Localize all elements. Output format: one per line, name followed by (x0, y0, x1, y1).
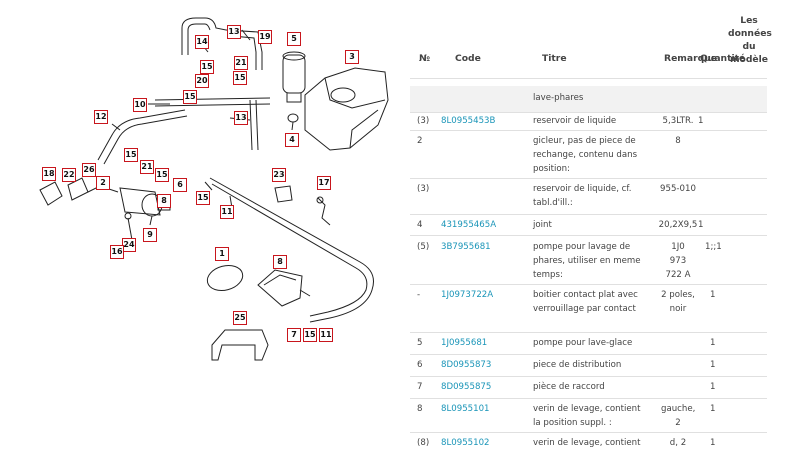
row-divider (410, 130, 767, 131)
callout-5[interactable]: 5 (287, 32, 301, 46)
part-code-link[interactable]: 8L0955102 (441, 438, 490, 448)
header-remarque: Remarque (664, 53, 717, 64)
row-divider (410, 332, 767, 333)
callout-15[interactable]: 15 (200, 60, 214, 74)
header-divider (410, 78, 767, 79)
callout-4[interactable]: 4 (285, 133, 299, 147)
callout-15[interactable]: 15 (303, 328, 317, 342)
callout-22[interactable]: 22 (62, 168, 76, 182)
callout-10[interactable]: 10 (133, 98, 147, 112)
callout-13[interactable]: 13 (234, 111, 248, 125)
row-divider (410, 376, 767, 377)
callout-9[interactable]: 9 (143, 228, 157, 242)
callout-8[interactable]: 8 (273, 255, 287, 269)
part-code-link[interactable]: 8D0955873 (441, 360, 492, 370)
callout-15[interactable]: 15 (233, 71, 247, 85)
callout-1[interactable]: 1 (215, 247, 229, 261)
row-divider (410, 178, 767, 179)
row-divider (410, 432, 767, 433)
group-row-lave-phares: lave-phares (410, 86, 767, 112)
header-titre: Titre (542, 53, 567, 64)
reservoir-body (304, 67, 389, 151)
callout-16[interactable]: 16 (110, 245, 124, 259)
callout-3[interactable]: 3 (345, 50, 359, 64)
callout-12[interactable]: 12 (94, 110, 108, 124)
callout-17[interactable]: 17 (317, 176, 331, 190)
callout-15[interactable]: 15 (124, 148, 138, 162)
part-code-link[interactable]: 1J0955681 (441, 338, 488, 348)
callout-23[interactable]: 23 (272, 168, 286, 182)
callout-14[interactable]: 14 (195, 35, 209, 49)
callout-6[interactable]: 6 (173, 178, 187, 192)
callout-13[interactable]: 13 (227, 25, 241, 39)
callout-20[interactable]: 20 (195, 74, 209, 88)
callout-24[interactable]: 24 (122, 238, 136, 252)
callout-21[interactable]: 21 (234, 56, 248, 70)
callout-18[interactable]: 18 (42, 167, 56, 181)
part-code-link[interactable]: 3B7955681 (441, 242, 491, 252)
callout-26[interactable]: 26 (82, 163, 96, 177)
header-no: № (419, 53, 431, 64)
part-code-link[interactable]: 8L0955101 (441, 404, 490, 414)
part-code-link[interactable]: 8L0955453B (441, 116, 496, 126)
callout-21[interactable]: 21 (140, 160, 154, 174)
callout-11[interactable]: 11 (319, 328, 333, 342)
row-divider (410, 112, 767, 113)
parts-diagram: 14 13 19 15 21 5 3 15 20 15 10 13 4 12 1… (39, 17, 389, 361)
part-code-link[interactable]: 8D0955875 (441, 382, 492, 392)
table-header: № Code Titre Remarque Quantité Les donné… (410, 0, 800, 78)
callout-19[interactable]: 19 (258, 30, 272, 44)
part-code-link[interactable]: 431955465A (441, 220, 497, 230)
callout-11[interactable]: 11 (220, 205, 234, 219)
callout-7[interactable]: 7 (287, 328, 301, 342)
bracket (211, 329, 269, 361)
callout-25[interactable]: 25 (233, 311, 247, 325)
part-code-link[interactable]: 1J0973722A (441, 290, 494, 300)
callout-2[interactable]: 2 (96, 176, 110, 190)
pump-body (282, 54, 306, 94)
callout-8[interactable]: 8 (157, 194, 171, 208)
hose-top (181, 17, 227, 55)
row-divider (410, 214, 767, 215)
row-divider (410, 398, 767, 399)
callout-15[interactable]: 15 (183, 90, 197, 104)
header-donnees-modele: Les données du modèle (728, 15, 772, 65)
row-divider (410, 235, 767, 236)
header-quantite: Quantité (700, 53, 746, 64)
row-divider (410, 354, 767, 355)
callout-15[interactable]: 15 (196, 191, 210, 205)
row-divider (410, 284, 767, 285)
callout-15[interactable]: 15 (155, 168, 169, 182)
parts-table: № Code Titre Remarque Quantité Les donné… (410, 0, 800, 469)
header-code: Code (455, 53, 481, 64)
nozzle-cap (206, 265, 244, 291)
